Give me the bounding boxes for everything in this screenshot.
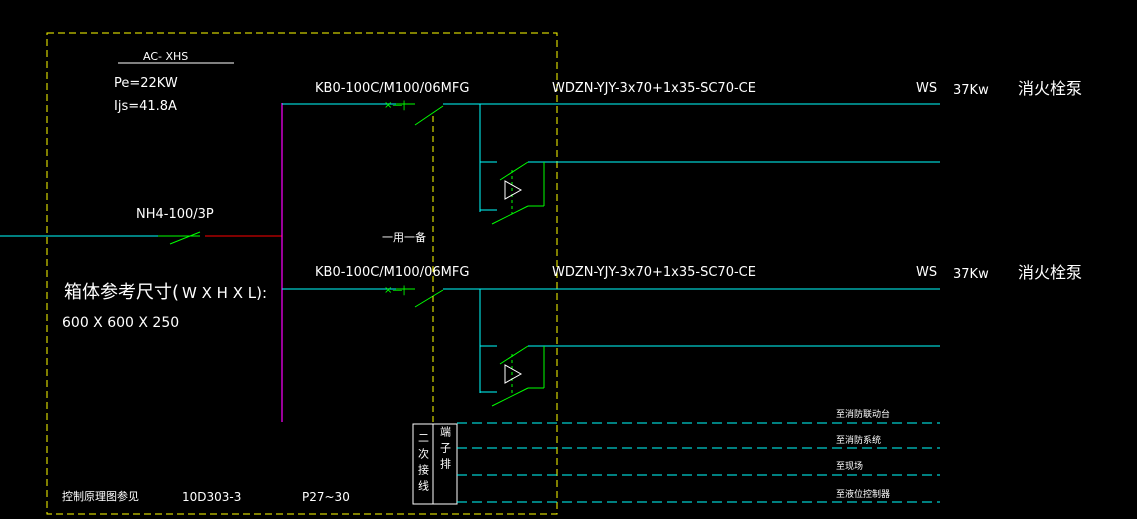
control-output-label-4: 至液位控制器 [836, 488, 890, 500]
feeder-1-power: 37Kw [953, 83, 989, 98]
feeder-2-breaker-label: KB0-100C/M100/06MFG [315, 265, 469, 280]
feeder-1-contactor-a [499, 161, 529, 181]
terminal-block-label-left: 二次接线 [417, 432, 430, 496]
panel-power: Pe=22KW [114, 76, 178, 91]
incoming-switch-blade [169, 231, 201, 245]
control-output-label-3: 至现场 [836, 461, 863, 472]
panel-current: Ijs=41.8A [114, 99, 177, 114]
feeder-1-load: 消火栓泵 [1018, 79, 1082, 98]
feeder-2-breaker-blade [414, 289, 444, 308]
incoming-breaker-label: NH4-100/3P [136, 207, 214, 222]
control-ref-label: 控制原理图参见 [62, 489, 139, 503]
feeder-1-breaker-blade [414, 105, 444, 126]
feeder-2: ×—| KB0-100C/M100/06MFG WDZN-YJY-3x70+1x… [282, 263, 1082, 407]
feeder-1-breaker-label: KB0-100C/M100/06MFG [315, 81, 469, 96]
feeder-2-contactor-b [491, 387, 529, 407]
control-ref-pages: P27~30 [302, 490, 350, 504]
control-output-label-2: 至消防系统 [836, 434, 881, 446]
feeder-1-cable-label: WDZN-YJY-3x70+1x35-SC70-CE [552, 81, 756, 96]
feeder-2-soft-starter-icon [504, 364, 523, 384]
feeder-1: ×—| KB0-100C/M100/06MFG WDZN-YJY-3x70+1x… [282, 79, 1082, 225]
feeder-1-code: WS [916, 81, 937, 96]
feeder-1-breaker-mark: ×—| [384, 100, 406, 111]
feeder-2-code: WS [916, 265, 937, 280]
panel-id: AC- XHS [143, 50, 188, 63]
box-size-label: 箱体参考尺寸( [64, 282, 179, 303]
feeder-2-load: 消火栓泵 [1018, 263, 1082, 282]
feeder-1-contactor-b [491, 205, 529, 225]
feeder-2-power: 37Kw [953, 267, 989, 282]
box-size-values: 600 X 600 X 250 [62, 315, 179, 331]
terminal-block [412, 423, 458, 505]
feeder-2-breaker-mark: ×—| [384, 285, 406, 296]
feeder-1-soft-starter-icon [504, 180, 523, 200]
feeder-2-cable-label: WDZN-YJY-3x70+1x35-SC70-CE [552, 265, 756, 280]
control-output-label-1: 至消防联动台 [836, 408, 890, 420]
terminal-block-label-right: 端子排 [439, 426, 452, 474]
box-size-dims: W X H X L): [182, 284, 267, 302]
control-ref-code: 10D303-3 [182, 490, 241, 504]
standby-note: 一用一备 [382, 230, 426, 244]
feeder-2-contactor-a [499, 345, 529, 365]
cabinet-frame [46, 32, 558, 515]
